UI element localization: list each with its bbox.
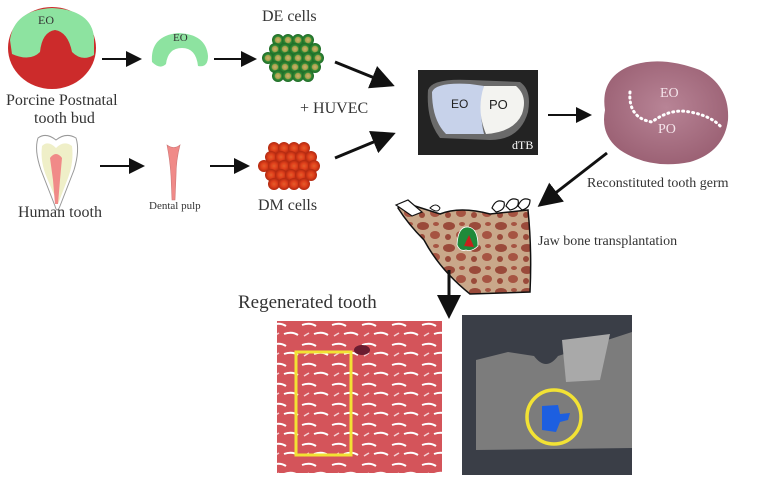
- histology-highlight-box: [294, 350, 353, 457]
- human-tooth-label: Human tooth: [18, 204, 102, 221]
- epithelium-eo-label: EO: [173, 32, 188, 44]
- epithelium-eo-illustration: [151, 33, 208, 67]
- dm-cell: [258, 160, 270, 172]
- dental-pulp-illustration: [166, 144, 181, 201]
- jaw-transplantation-label: Jaw bone transplantation: [538, 234, 678, 249]
- de-cells-label: DE cells: [262, 8, 317, 25]
- de-cell: [302, 70, 314, 82]
- arrow-dm-to-dtb: [334, 130, 396, 160]
- dm-cell: [278, 178, 290, 190]
- de-cell: [309, 61, 321, 73]
- human-tooth-illustration: [36, 134, 79, 211]
- de-cells-cluster: [262, 34, 324, 82]
- dm-cells-cluster: [258, 142, 320, 190]
- porcine-bud-label-line2: tooth bud: [34, 110, 95, 127]
- huvec-label: + HUVEC: [300, 100, 369, 117]
- de-cell: [292, 70, 304, 82]
- regenerated-tooth-label: Regenerated tooth: [238, 292, 377, 313]
- jaw-bone-illustration: [394, 198, 532, 295]
- germ-po-label: PO: [658, 122, 676, 137]
- dm-cell: [268, 178, 280, 190]
- bud-eo-label: EO: [38, 13, 54, 27]
- porcine-bud-label-line1: Porcine Postnatal: [6, 92, 118, 109]
- microct-highlight-circle: [525, 388, 583, 446]
- de-cell: [282, 70, 294, 82]
- dtb-photo: [418, 70, 538, 155]
- de-cell: [272, 70, 284, 82]
- dm-cell: [288, 178, 300, 190]
- dm-cell: [305, 169, 317, 181]
- de-cell: [262, 52, 274, 64]
- dtb-label: dTB: [512, 138, 534, 152]
- dm-cell: [298, 178, 310, 190]
- arrow-germ-to-jaw: [537, 151, 608, 207]
- microct-image: [462, 315, 632, 475]
- dental-pulp-label: Dental pulp: [149, 200, 201, 212]
- dm-cells-label: DM cells: [258, 197, 318, 214]
- germ-eo-label: EO: [660, 86, 679, 101]
- dtb-eo-label: EO: [451, 97, 469, 111]
- reconstituted-germ-photo: [604, 61, 729, 165]
- porcine-tooth-bud-illustration: [8, 7, 96, 89]
- reconstituted-germ-label: Reconstituted tooth germ: [587, 176, 729, 191]
- histology-section: [277, 321, 442, 473]
- dtb-po-label: PO: [489, 97, 508, 112]
- arrow-de-to-dtb: [334, 60, 395, 89]
